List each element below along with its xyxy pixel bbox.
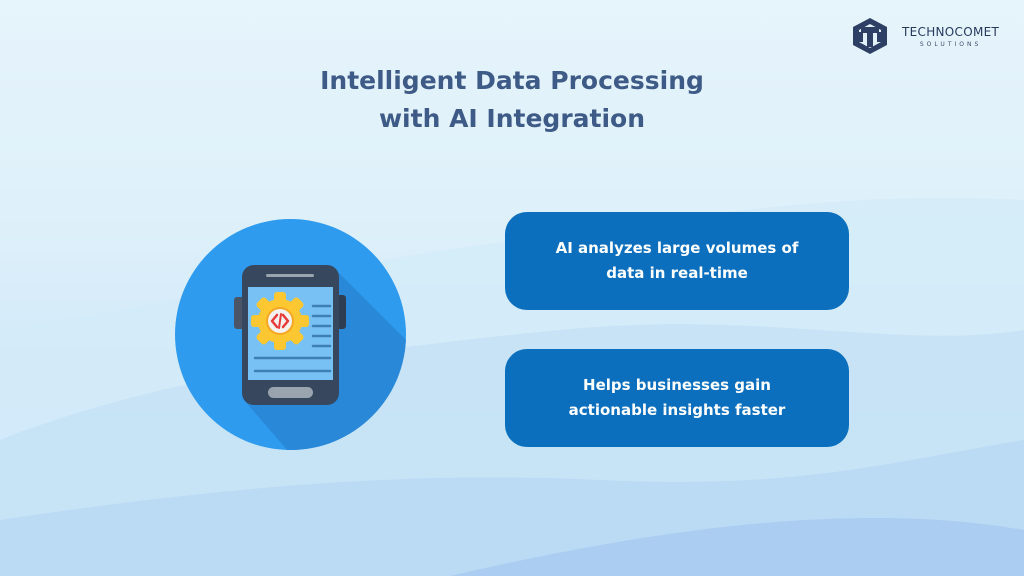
brand-name: TECHNOCOMET xyxy=(902,24,1000,39)
technocomet-logo-icon xyxy=(853,18,887,54)
page-title: Intelligent Data Processing with AI Inte… xyxy=(262,62,762,138)
title-line-1: Intelligent Data Processing xyxy=(320,66,704,95)
card-line: Helps businesses gain xyxy=(583,376,771,394)
card-line: actionable insights faster xyxy=(568,401,786,419)
brand-logo: TECHNOCOMET SOLUTIONS xyxy=(850,16,999,56)
card-line: data in real-time xyxy=(606,264,748,282)
title-line-2: with AI Integration xyxy=(378,104,646,133)
feature-card-actionable-insights: Helps businesses gain actionable insight… xyxy=(505,349,849,447)
feature-card-realtime-analysis: AI analyzes large volumes of data in rea… xyxy=(505,212,849,310)
brand-tagline: SOLUTIONS xyxy=(919,40,982,48)
smartphone-gear-code-icon xyxy=(175,219,406,450)
card-line: AI analyzes large volumes of xyxy=(555,239,799,257)
